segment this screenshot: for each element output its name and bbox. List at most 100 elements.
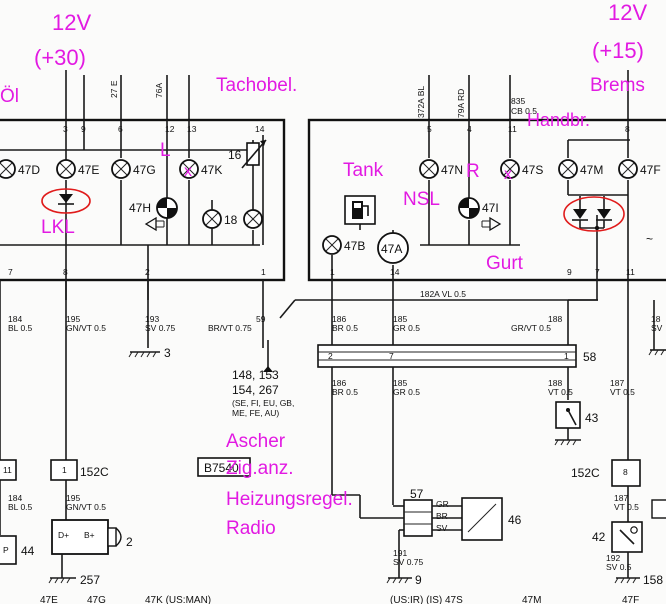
svg-text:47M: 47M (522, 595, 541, 604)
label-r: R (466, 161, 480, 182)
gauge-47A (377, 232, 409, 264)
svg-text:2: 2 (328, 351, 333, 361)
annotations: 12V (+30) 12V (+15) Öl Tachobel. Brems H… (0, 0, 647, 539)
fuel-pump-icon (344, 195, 376, 225)
label-lkl: LKL (41, 217, 75, 238)
svg-text:GR 0.5: GR 0.5 (393, 387, 420, 397)
diode-lkl (41, 188, 91, 214)
switch-42 (611, 521, 643, 553)
connector-152c-left (50, 459, 78, 481)
svg-text:VT 0.5: VT 0.5 (548, 387, 573, 397)
svg-text:2: 2 (145, 267, 150, 277)
svg-text:835: 835 (511, 96, 525, 106)
svg-text:SV: SV (651, 323, 663, 333)
label-radio: Radio (226, 518, 276, 539)
svg-text:BR 0.5: BR 0.5 (332, 387, 358, 397)
svg-text:76A: 76A (154, 83, 164, 98)
svg-text:1: 1 (62, 465, 67, 475)
connector-152c-right (611, 459, 641, 487)
svg-text:372A BL: 372A BL (416, 86, 426, 118)
ground-right (648, 349, 666, 356)
svg-text:158: 158 (643, 573, 663, 587)
svg-text:B+: B+ (84, 530, 95, 540)
svg-text:188: 188 (548, 314, 562, 324)
svg-text:47D: 47D (18, 163, 40, 177)
sensor-46 (461, 497, 503, 541)
svg-text:47G: 47G (87, 595, 106, 604)
svg-text:257: 257 (80, 573, 100, 587)
bulb-47I (458, 197, 480, 219)
svg-text:186: 186 (332, 314, 346, 324)
label-oel: Öl (0, 86, 19, 107)
svg-text:8: 8 (623, 467, 628, 477)
svg-text:58: 58 (583, 350, 597, 364)
svg-text:SV 0.75: SV 0.75 (393, 557, 424, 567)
svg-text:1: 1 (564, 351, 569, 361)
bulb-47B (322, 235, 342, 255)
label-12v-left: 12V (52, 10, 91, 35)
label-12v-right: 12V (608, 0, 647, 25)
svg-text:BL 0.5: BL 0.5 (8, 323, 33, 333)
svg-text:7: 7 (8, 267, 13, 277)
svg-text:BR 0.5: BR 0.5 (332, 323, 358, 333)
svg-text:B7540: B7540 (204, 461, 239, 475)
svg-text:7: 7 (389, 351, 394, 361)
svg-text:184: 184 (8, 314, 22, 324)
svg-text:154, 267: 154, 267 (232, 383, 279, 397)
svg-text:195: 195 (66, 314, 80, 324)
svg-text:GN/VT 0.5: GN/VT 0.5 (66, 323, 106, 333)
svg-text:18: 18 (651, 314, 661, 324)
svg-text:152C: 152C (571, 466, 600, 480)
svg-text:13: 13 (187, 124, 197, 134)
svg-text:11: 11 (626, 267, 635, 277)
svg-text:VT 0.5: VT 0.5 (614, 502, 639, 512)
svg-text:59: 59 (256, 314, 266, 324)
svg-text:GR: GR (436, 499, 449, 509)
svg-text:BL 0.5: BL 0.5 (8, 502, 33, 512)
instrument-panel-left (0, 118, 286, 282)
svg-text:47H: 47H (129, 201, 151, 215)
svg-text:18: 18 (224, 213, 238, 227)
connector-58 (317, 344, 577, 368)
svg-text:VT 0.5: VT 0.5 (610, 387, 635, 397)
svg-text:186: 186 (332, 378, 346, 388)
svg-text:47F: 47F (640, 163, 661, 177)
label-nsl: NSL (403, 189, 440, 210)
svg-text:42: 42 (592, 530, 606, 544)
bulb-47G (111, 159, 131, 179)
diode-pair-handbr (563, 196, 625, 232)
label-ascher: Ascher (226, 431, 286, 452)
svg-text:47M: 47M (580, 163, 603, 177)
svg-text:GR/VT 0.5: GR/VT 0.5 (511, 323, 551, 333)
svg-text:12: 12 (165, 124, 175, 134)
marker-x-47s: x (504, 166, 512, 183)
svg-text:47B: 47B (344, 239, 365, 253)
svg-text:3: 3 (164, 346, 171, 360)
svg-text:46: 46 (508, 513, 522, 527)
svg-text:44: 44 (21, 544, 35, 558)
svg-text:188: 188 (548, 378, 562, 388)
svg-text:BR/VT 0.75: BR/VT 0.75 (208, 323, 252, 333)
svg-text:SV 0.5: SV 0.5 (606, 562, 632, 572)
svg-text:14: 14 (255, 124, 265, 134)
label-zig-anz: Zig.anz. (226, 458, 294, 479)
bulb-47F (618, 159, 638, 179)
label-tachobel: Tachobel. (216, 75, 297, 96)
svg-text:47K (US:MAN): 47K (US:MAN) (145, 595, 211, 604)
svg-text:14: 14 (390, 267, 400, 277)
bulb-47H (156, 197, 178, 219)
label-handbr: Handbr. (527, 110, 590, 130)
label-l: L (160, 140, 171, 161)
svg-text:BR: BR (436, 511, 448, 521)
svg-text:7: 7 (595, 267, 600, 277)
svg-text:SV: SV (436, 523, 448, 533)
svg-text:11: 11 (3, 465, 12, 475)
svg-text:~: ~ (646, 232, 653, 246)
svg-text:185: 185 (393, 314, 407, 324)
svg-text:47I: 47I (482, 201, 499, 215)
svg-text:47N: 47N (441, 163, 463, 177)
svg-text:GR 0.5: GR 0.5 (393, 323, 420, 333)
bulb-47N (419, 159, 439, 179)
svg-text:16: 16 (228, 148, 242, 162)
svg-text:47A: 47A (381, 242, 402, 256)
